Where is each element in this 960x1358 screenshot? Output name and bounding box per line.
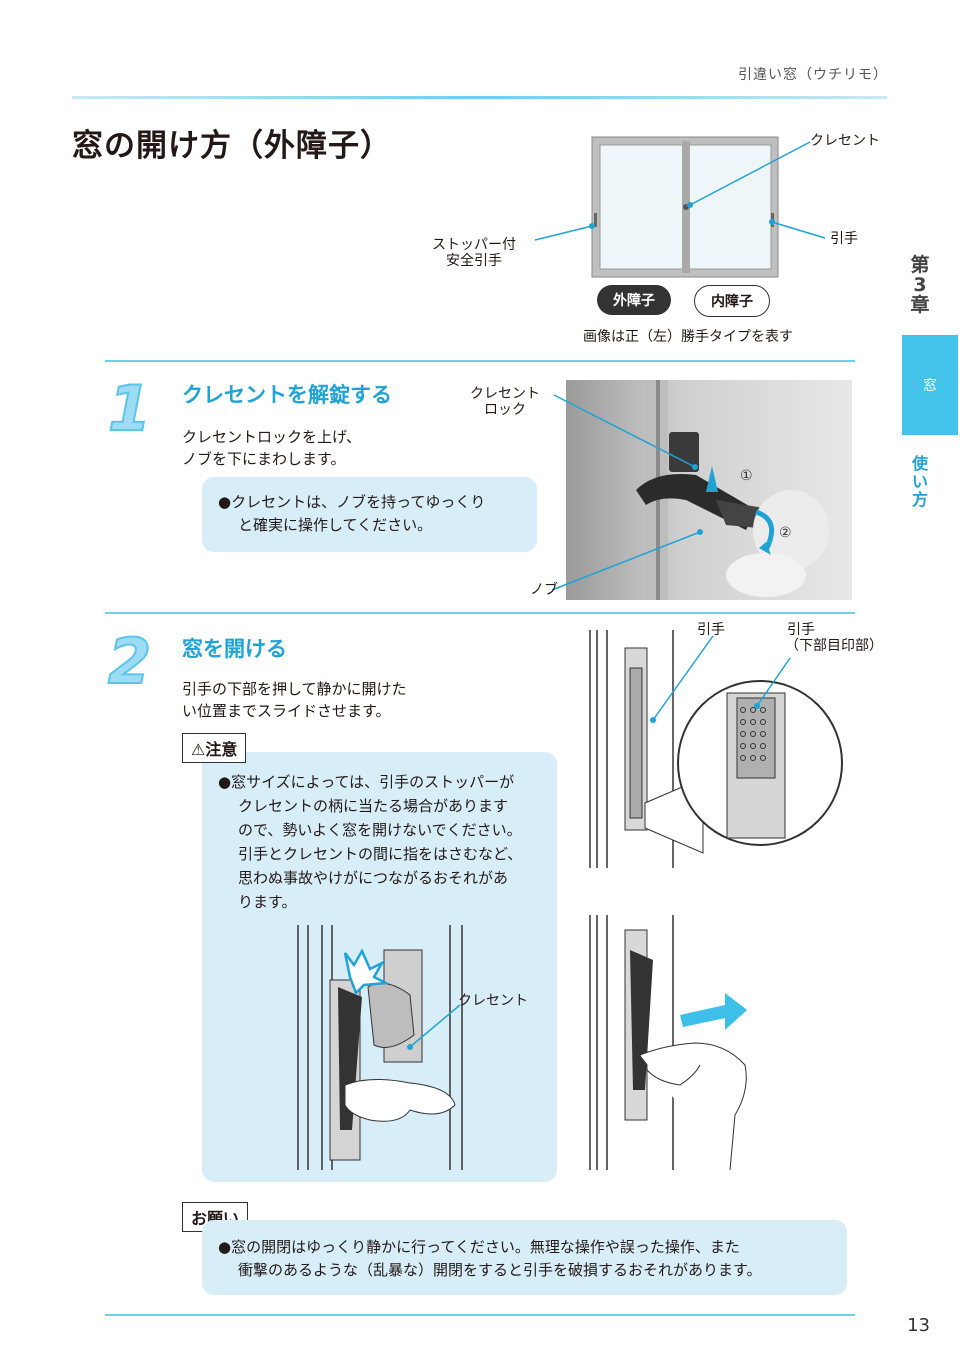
text-line: と確実に操作してください。 <box>238 516 433 534</box>
step-title: クレセントを解錠する <box>182 383 392 407</box>
text-line: 引手とクレセントの間に指をはさむなど、 <box>238 845 523 863</box>
mark-1: ① <box>740 468 753 484</box>
header-rule <box>72 96 887 99</box>
note-box: ●クレセントは、ノブを持ってゆっくり と確実に操作してください。 <box>202 477 537 552</box>
label-crescent-top: クレセント <box>810 133 880 149</box>
label-handle-step2: 引手 <box>697 622 725 638</box>
label-knob: ノブ <box>530 582 558 598</box>
section-header: 引違い窓（ウチリモ） <box>738 67 888 83</box>
tab-char: 方 <box>911 490 928 509</box>
label-stopper-handle: ストッパー付 安全引手 <box>432 237 516 269</box>
step-body: 引手の下部を押して静かに開けた い位置までスライドさせます。 <box>182 678 407 722</box>
tab-char: 使 <box>911 454 928 473</box>
text-line: 引手の下部を押して静かに開けた <box>182 680 407 698</box>
window-illustration <box>591 136 779 278</box>
handle-illustration <box>589 630 843 868</box>
text-line: クレセントの柄に当たる場合があります <box>238 797 509 815</box>
text-line: い位置までスライドさせます。 <box>182 702 391 720</box>
tab-usage[interactable]: 使 い 方 <box>905 455 935 509</box>
divider <box>105 1314 855 1316</box>
text-line: ノブを下にまわします。 <box>182 450 346 468</box>
label-line: 引手 <box>787 622 815 638</box>
caution-leader-line <box>407 1004 461 1050</box>
pill-outer-sash: 外障子 <box>597 285 671 315</box>
step-body: クレセントロックを上げ、 ノブを下にまわします。 <box>182 426 361 470</box>
chapter-char: 3 <box>913 274 927 296</box>
text-line: ので、勢いよく窓を開けないでください。 <box>238 821 522 839</box>
text-line: ●窓サイズによっては、引手のストッパーが <box>218 773 515 791</box>
label-crescent-lock: クレセント ロック <box>470 386 540 418</box>
label-handle-top: 引手 <box>830 231 858 247</box>
page-number: 13 <box>907 1315 930 1336</box>
slide-illustration <box>589 915 747 1170</box>
label-handle-lower: 引手 （下部目印部） <box>785 622 883 654</box>
chapter-char: 第 <box>910 254 930 276</box>
step-number: 1 <box>107 371 152 446</box>
text-line: クレセントロックを上げ、 <box>182 428 361 446</box>
note-text: ●クレセントは、ノブを持ってゆっくり と確実に操作してください。 <box>202 477 537 537</box>
request-text: ●窓の開閉はゆっくり静かに行ってください。無理な操作や誤った操作、また 衝撃のあ… <box>202 1220 847 1282</box>
step-number: 2 <box>107 624 152 699</box>
text-line: ●クレセントは、ノブを持ってゆっくり <box>218 493 486 511</box>
caution-title: ⚠注意 <box>182 733 247 763</box>
caution-illustration <box>297 925 463 1170</box>
text-line: ●窓の開閉はゆっくり静かに行ってください。無理な操作や誤った操作、また <box>218 1238 740 1256</box>
label-crescent-caution: クレセント <box>458 993 528 1009</box>
label-line: ストッパー付 <box>432 237 516 253</box>
label-line: ロック <box>484 402 526 418</box>
step-title: 窓を開ける <box>182 637 287 661</box>
text-line: ります。 <box>238 893 297 911</box>
caution-text: ●窓サイズによっては、引手のストッパーが クレセントの柄に当たる場合があります … <box>218 770 522 914</box>
label-line: クレセント <box>470 386 540 402</box>
pill-inner-sash: 内障子 <box>694 285 770 317</box>
mark-2: ② <box>779 525 792 541</box>
request-box: ●窓の開閉はゆっくり静かに行ってください。無理な操作や誤った操作、また 衝撃のあ… <box>202 1220 847 1295</box>
label-line: （下部目印部） <box>785 638 883 654</box>
label-line: 安全引手 <box>446 253 502 269</box>
top-leader-lines <box>534 141 826 241</box>
page-title: 窓の開け方（外障子） <box>72 128 392 164</box>
tab-window[interactable]: 窓 <box>902 335 958 435</box>
chapter-char: 章 <box>910 294 930 316</box>
divider <box>105 612 855 614</box>
tab-char: い <box>911 472 928 491</box>
figure-caption: 画像は正（左）勝手タイプを表す <box>583 329 793 345</box>
text-line: 衝撃のあるような（乱暴な）開閉をすると引手を破損するおそれがあります。 <box>238 1261 762 1279</box>
divider <box>105 360 855 362</box>
crescent-photo <box>566 380 852 600</box>
text-line: 思わぬ事故やけがにつながるおそれがあ <box>238 869 509 887</box>
step1-leader-lines <box>551 394 703 591</box>
chapter-label: 第 3 章 <box>905 255 935 315</box>
